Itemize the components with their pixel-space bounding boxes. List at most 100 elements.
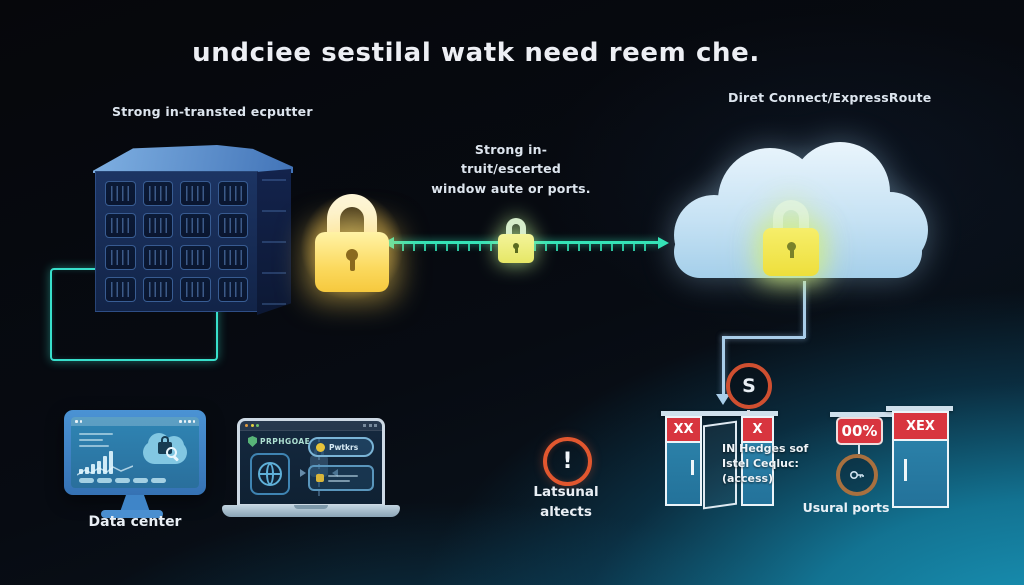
doorway-note-line2: Istel Ceqluc: — [722, 456, 799, 470]
arrow-right-icon — [658, 236, 669, 249]
laptop-titlebar — [240, 421, 382, 431]
monitor-screen — [71, 417, 199, 488]
action-button: Pwtkrs — [308, 437, 374, 457]
alert-caption-line1: Latsunal — [533, 484, 599, 500]
doorway-note: IN Hedges sof Istel Ceqluc: (access) — [722, 442, 814, 487]
doorway-note-line1: IN Hedges sof — [722, 442, 809, 455]
app-brand: PRPHGOAE — [248, 436, 310, 447]
transfer-divider — [318, 437, 320, 499]
server-panel — [105, 277, 136, 302]
window-dot-icon — [75, 420, 78, 423]
coin-icon — [316, 442, 325, 452]
door-panel-right: X — [741, 416, 774, 506]
cloud-connector-segment — [803, 281, 806, 338]
arrow-down-icon — [716, 394, 730, 405]
laptop-base — [222, 505, 400, 517]
cloud-padlock-shackle — [773, 200, 809, 234]
door-lintel — [886, 406, 953, 411]
alert-icon: ! — [543, 437, 592, 486]
small-padlock-shackle — [506, 218, 526, 238]
server-panel — [105, 213, 136, 238]
cost-badge-glyph: S — [742, 375, 756, 397]
window-dot-icon — [183, 420, 186, 423]
door-lintel — [661, 411, 778, 416]
window-control-icon — [363, 424, 366, 427]
door-handle — [904, 459, 907, 481]
server-panel — [142, 213, 173, 238]
connection-label: Strong in-truit/escerted window aute or … — [426, 140, 596, 198]
server-panel — [142, 277, 173, 302]
dashboard-text-line — [79, 439, 103, 441]
window-dot-icon — [188, 420, 191, 423]
server-panel — [180, 245, 211, 270]
padlock-icon — [315, 194, 389, 292]
doorway-note-line3: (access) — [722, 471, 774, 485]
door-panel-left: XX — [665, 416, 702, 506]
server-panel — [142, 245, 173, 270]
door-panel-header: X — [743, 418, 772, 443]
door-panel-header: XEX — [894, 413, 947, 441]
shield-icon — [248, 436, 257, 447]
padlock-shackle — [327, 194, 377, 240]
arrow-left-icon — [332, 469, 338, 477]
server-panel — [142, 181, 173, 206]
globe-icon — [258, 462, 282, 486]
window-dot-icon — [250, 424, 254, 427]
server-panel — [105, 181, 136, 206]
action-button-label: Pwtkrs — [329, 442, 359, 452]
building-roof — [93, 145, 293, 173]
data-center-caption: Data center — [88, 514, 182, 530]
small-padlock-icon — [498, 218, 534, 264]
connection-label-line1: Strong in-truit/escerted — [460, 142, 562, 177]
keyhole-icon — [346, 249, 358, 271]
cloud-security-icon — [139, 432, 191, 468]
alert-caption: Latsunal altects — [516, 483, 616, 522]
info-card — [308, 465, 374, 491]
cloud-connector-segment — [722, 336, 725, 396]
server-panel — [180, 181, 211, 206]
cloud-icon — [674, 142, 928, 278]
globe-tile — [250, 453, 290, 495]
dashboard-text-line — [79, 433, 113, 435]
coin-icon — [316, 474, 324, 482]
alert-glyph: ! — [562, 449, 573, 474]
window-dot-icon — [245, 424, 248, 427]
server-panel — [180, 213, 211, 238]
server-panel — [105, 245, 136, 270]
building-front-face — [95, 171, 258, 312]
on-prem-label: Strong in-transted ecputter — [112, 104, 313, 119]
door-panel-header: XX — [667, 418, 700, 443]
monitor-frame — [64, 410, 206, 495]
server-panel — [217, 181, 248, 206]
window-dot-icon — [79, 420, 82, 423]
connection-label-line2: window aute or ports. — [431, 180, 591, 196]
diagram-title: undciee sestilal watk need reem che. — [192, 38, 760, 68]
server-panel — [217, 213, 248, 238]
monitor-stand — [120, 495, 150, 512]
cloud-keyhole-icon — [787, 242, 796, 258]
direct-connect-label: Diret Connect/ExpressRoute — [728, 90, 932, 105]
door-handle — [691, 460, 694, 475]
dashboard-text-line — [79, 445, 109, 447]
badge-stem — [858, 445, 860, 454]
key-icon — [849, 471, 864, 480]
dashboard-sparkline — [77, 465, 133, 476]
ports-caption: Usural ports — [802, 500, 890, 515]
building-side-face — [257, 169, 291, 315]
server-panel — [180, 277, 211, 302]
small-keyhole-icon — [513, 243, 519, 253]
magnifier-icon — [166, 447, 177, 458]
cost-badge-icon: S — [726, 363, 772, 415]
percent-badge: 00% — [836, 417, 883, 445]
window-dot-icon — [179, 420, 182, 423]
window-dot-icon — [256, 424, 259, 427]
key-badge — [836, 454, 878, 496]
cloud-connector-segment — [722, 336, 805, 339]
window-control-icon — [374, 424, 377, 427]
ports-lintel — [830, 412, 893, 417]
door-panel-tall: XEX — [892, 411, 949, 508]
server-panel — [217, 245, 248, 270]
server-panel — [217, 277, 248, 302]
monitor-titlebar — [71, 417, 199, 426]
